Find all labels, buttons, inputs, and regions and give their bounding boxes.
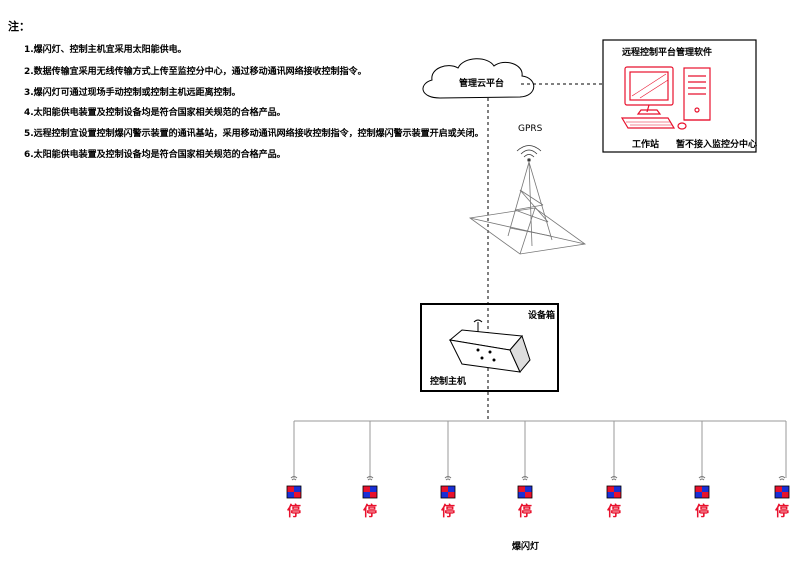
strobe-lamp-5: 停 xyxy=(601,474,627,524)
stop-sign-text: 停 xyxy=(518,504,532,520)
stop-sign-text: 停 xyxy=(695,504,709,520)
stop-sign-text: 停 xyxy=(607,504,621,520)
strobe-lamp-4: 停 xyxy=(512,474,538,524)
notes-title: 注： xyxy=(8,20,30,33)
monitoring-center-label: 暂不接入监控分中心 xyxy=(676,140,758,150)
stop-sign-text: 停 xyxy=(363,504,377,520)
stop-sign-text: 停 xyxy=(775,504,789,520)
gprs-tower-icon xyxy=(468,145,587,255)
control-host-label: 控制主机 xyxy=(430,377,467,387)
remote-platform-box xyxy=(602,39,757,153)
remote-platform-title: 远程控制平台管理软件 xyxy=(622,48,713,58)
strobe-lamp-3: 停 xyxy=(435,474,461,524)
strobe-lamp-2: 停 xyxy=(357,474,383,524)
strobe-lamp-icon xyxy=(774,476,790,499)
note-item-6: 6.太阳能供电装置及控制设备均是符合国家相关规范的合格产品。 xyxy=(24,150,286,160)
computer-icon xyxy=(620,66,711,130)
stop-sign-text: 停 xyxy=(441,504,455,520)
note-item-1: 1.爆闪灯、控制主机宜采用太阳能供电。 xyxy=(24,45,187,55)
equipment-box xyxy=(420,303,559,392)
strobe-lamp-icon xyxy=(517,476,533,499)
control-host-icon xyxy=(448,319,531,373)
strobe-lamp-icon xyxy=(440,476,456,499)
cloud-icon xyxy=(422,58,535,99)
workstation-label: 工作站 xyxy=(632,140,660,150)
note-item-2: 2.数据传输宜采用无线传输方式上传至监控分中心，通过移动通讯网络接收控制指令。 xyxy=(24,67,367,77)
strobe-lamp-icon xyxy=(362,476,378,499)
equipment-box-title: 设备箱 xyxy=(528,311,556,321)
note-item-5: 5.远程控制宜设置控制爆闪警示装置的通讯基站，采用移动通讯网络接收控制指令，控制… xyxy=(24,129,484,139)
stop-sign-text: 停 xyxy=(287,504,301,520)
note-item-4: 4.太阳能供电装置及控制设备均是符合国家相关规范的合格产品。 xyxy=(24,108,286,118)
note-item-3: 3.爆闪灯可通过现场手动控制或控制主机远距离控制。 xyxy=(24,88,241,98)
strobe-lamp-icon xyxy=(694,476,710,499)
strobe-lamp-label: 爆闪灯 xyxy=(512,542,540,552)
strobe-lamp-icon xyxy=(286,476,302,499)
strobe-lamp-6: 停 xyxy=(689,474,715,524)
cloud-label: 管理云平台 xyxy=(459,79,505,89)
tower-label: GPRS xyxy=(518,124,543,134)
strobe-lamp-1: 停 xyxy=(281,474,307,524)
strobe-lamp-icon xyxy=(606,476,622,499)
strobe-lamp-7: 停 xyxy=(769,474,795,524)
